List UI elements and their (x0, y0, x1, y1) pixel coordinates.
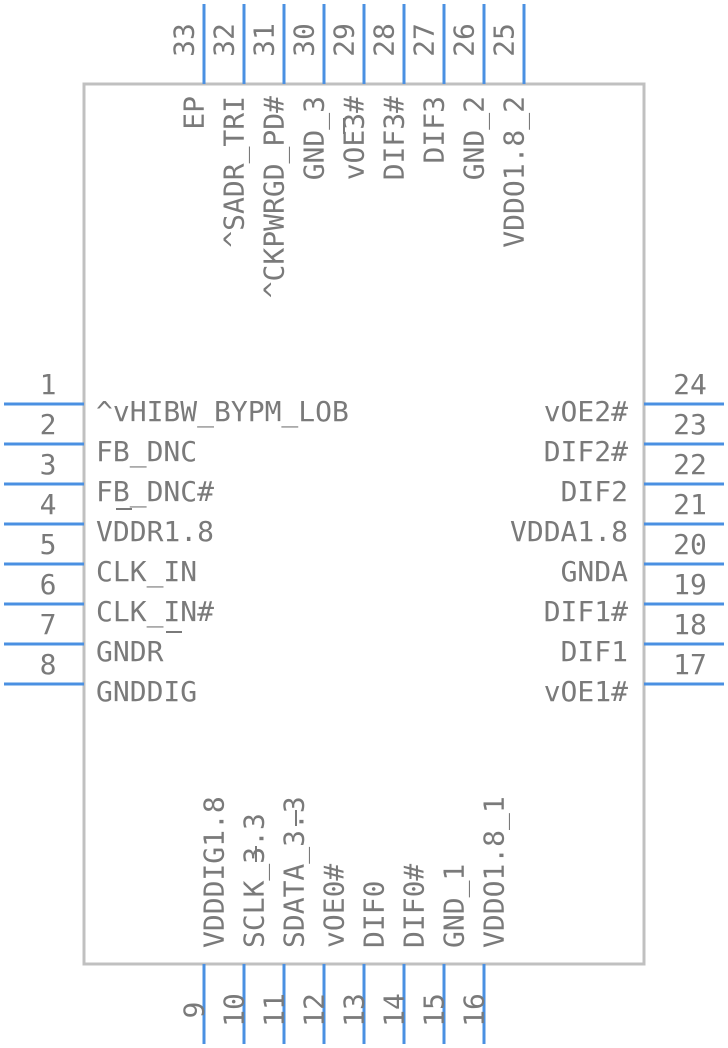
pin-28-label-dif3: DIF3# (378, 96, 411, 180)
pin-25-number: 25 (488, 23, 521, 57)
pin-1-number: 1 (40, 368, 57, 401)
pin-13-label-dif0: DIF0 (358, 881, 391, 948)
pin-25-label-vddo1-8-2: VDDO1.8_2 (498, 96, 532, 248)
pin-23-number: 23 (673, 408, 707, 441)
pin-4-label-vddr1-8: VDDR1.8 (96, 515, 214, 548)
pin-18-number: 18 (673, 608, 707, 641)
pin-12-label-voe0: vOE0# (318, 864, 351, 948)
pin-31-label-ckpwrgd-pd: ^CKPWRGD_PD# (258, 96, 292, 298)
chip-body (82, 82, 646, 966)
pin-32-number: 32 (208, 23, 241, 57)
pin-33-number: 33 (168, 23, 201, 57)
pin-3-number: 3 (40, 448, 57, 481)
pin-8-number: 8 (40, 648, 57, 681)
pin-30-label-gnd-3: GND_3 (298, 96, 332, 180)
pin-16-number: 16 (458, 993, 491, 1027)
pin-24-label-voe2: vOE2# (544, 395, 628, 428)
pin-5-label-clk-in: CLK_IN (96, 555, 197, 589)
pin-14-number: 14 (378, 993, 411, 1027)
pin-15-number: 15 (418, 993, 451, 1027)
pin-22-label-dif2: DIF2 (561, 475, 628, 508)
pin-12-number: 12 (298, 993, 331, 1027)
pin-15-label-gnd-1: GND_1 (438, 864, 472, 948)
pin-11-number: 11 (258, 993, 291, 1027)
pin-29-label-voe3: vOE3# (338, 96, 371, 180)
pin-21-number: 21 (673, 488, 707, 521)
pin-29-number: 29 (328, 23, 361, 57)
pin-27-number: 27 (408, 23, 441, 57)
pin-9-number: 9 (178, 1002, 211, 1019)
pin-17-label-voe1: vOE1# (544, 675, 628, 708)
pin-19-number: 19 (673, 568, 707, 601)
pin-27-label-dif3: DIF3 (418, 96, 451, 163)
pin-26-number: 26 (448, 23, 481, 57)
pin-19-label-dif1: DIF1# (544, 595, 628, 628)
pin-16-label-vddo1-8-1: VDDO1.8_1 (478, 796, 512, 948)
pin-23-label-dif2: DIF2# (544, 435, 628, 468)
pin-28-number: 28 (368, 23, 401, 57)
pin-33-label-ep: EP (178, 96, 211, 130)
pin-9-label-vdddig1-8: VDDDIG1.8 (198, 796, 231, 948)
pin-10-number: 10 (218, 993, 251, 1027)
pin-22-number: 22 (673, 448, 707, 481)
pin-5-number: 5 (40, 528, 57, 561)
pin-14-label-dif0: DIF0# (398, 864, 431, 948)
pin-13-number: 13 (338, 993, 371, 1027)
pin-20-number: 20 (673, 528, 707, 561)
pin-32-label-sadr-tri: ^SADR_TRI (218, 96, 252, 248)
pin-21-label-vdda1-8: VDDA1.8 (510, 515, 628, 548)
pin-10-label-sclk-3-3: SCLK_3.3 (238, 813, 272, 948)
pin-2-label-fb-dnc: FB_DNC (96, 435, 197, 469)
pin-17-number: 17 (673, 648, 707, 681)
pin-31-number: 31 (248, 23, 281, 57)
pin-6-number: 6 (40, 568, 57, 601)
pin-7-label-gndr: GNDR (96, 635, 164, 668)
pin-3-label-fb-dnc: FB_DNC# (96, 475, 214, 509)
pin-7-number: 7 (40, 608, 57, 641)
pin-1-label-vhibw-bypm-lob: ^vHIBW_BYPM_LOB (96, 395, 349, 429)
pin-11-label-sdata-3-3: SDATA_3.3 (278, 796, 312, 948)
pin-4-number: 4 (40, 488, 57, 521)
pin-24-number: 24 (673, 368, 707, 401)
pin-26-label-gnd-2: GND_2 (458, 96, 492, 180)
pin-6-label-clk-in: CLK_IN# (96, 595, 214, 629)
pin-2-number: 2 (40, 408, 57, 441)
pin-30-number: 30 (288, 23, 321, 57)
pin-20-label-gnda: GNDA (561, 555, 629, 588)
pin-18-label-dif1: DIF1 (561, 635, 628, 668)
pin-8-label-gnddig: GNDDIG (96, 675, 197, 708)
